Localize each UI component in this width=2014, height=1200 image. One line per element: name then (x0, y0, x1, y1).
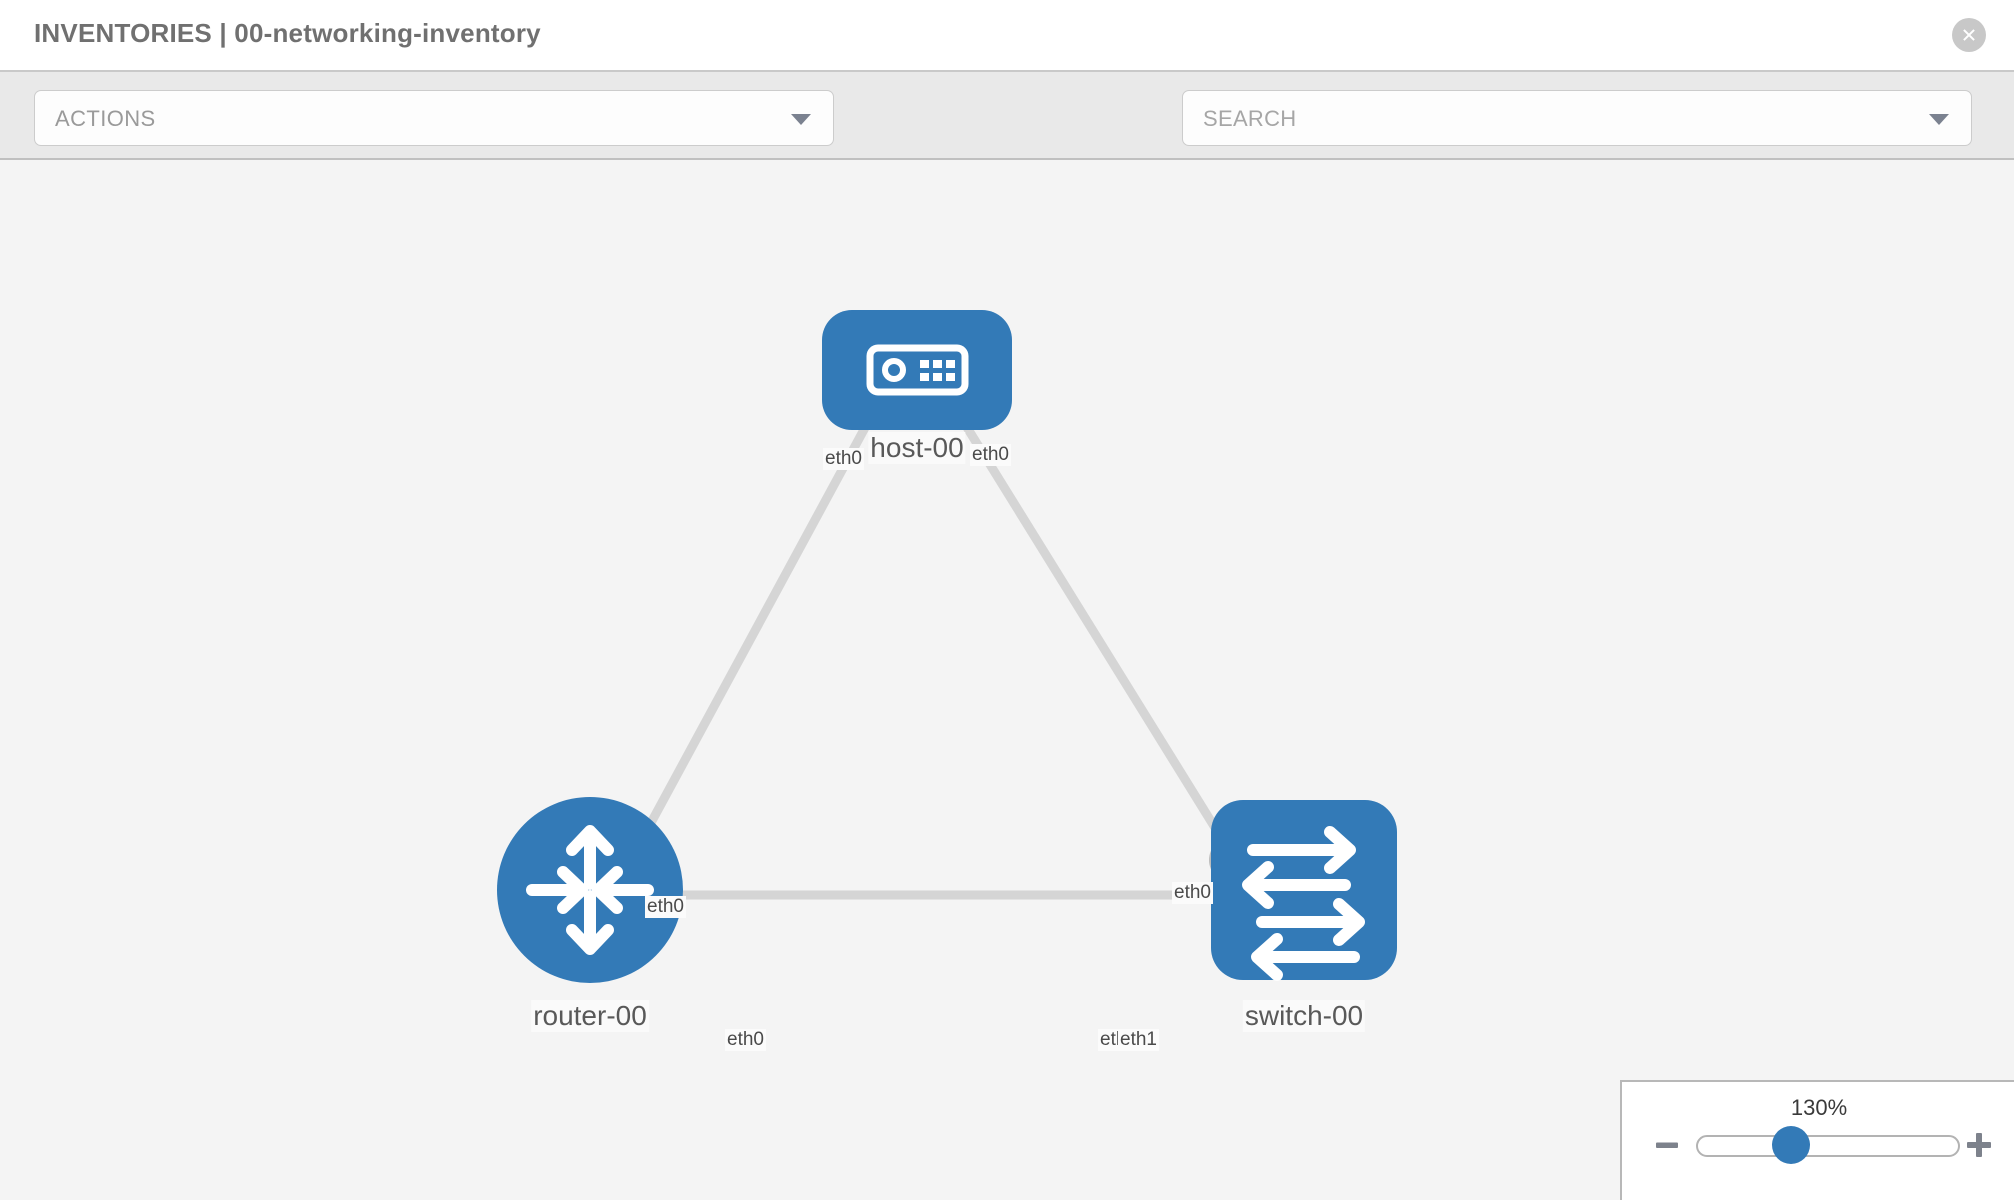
zoom-level-label: 130% (1790, 1095, 1848, 1120)
iface-label-switch00-to-router00: eth1 (1118, 1029, 1159, 1051)
chevron-down-icon[interactable] (1929, 114, 1949, 125)
topology-canvas[interactable]: host-00 router-00 switch-00 eth0 eth0 et… (0, 160, 2014, 1200)
iface-label-host00-to-switch00: eth0 (970, 444, 1011, 466)
node-host-00[interactable] (822, 310, 1012, 430)
node-label-switch-00: switch-00 (1242, 1000, 1366, 1032)
toolbar: ACTIONS SEARCH (0, 70, 2014, 202)
chevron-down-icon (791, 114, 811, 125)
page-title: INVENTORIES | 00-networking-inventory (34, 18, 541, 48)
close-icon[interactable] (1952, 18, 1986, 52)
actions-dropdown-label: ACTIONS (55, 106, 156, 131)
zoom-in-button[interactable] (1962, 1128, 1996, 1162)
iface-label-router00-to-switch00: eth0 (725, 1029, 766, 1051)
topology-graph (497, 310, 1397, 983)
server-icon (866, 344, 969, 396)
zoom-control-panel: 130% (1620, 1080, 2014, 1200)
iface-label-host00-to-router00: eth0 (823, 448, 864, 470)
actions-dropdown[interactable]: ACTIONS (34, 90, 834, 146)
page-header: INVENTORIES | 00-networking-inventory (0, 0, 2014, 70)
search-input[interactable]: SEARCH (1182, 90, 1972, 146)
switch-arrows-icon (1242, 826, 1365, 981)
iface-label-router00-to-host00: eth0 (645, 896, 686, 918)
router-arrows-icon (526, 825, 654, 955)
node-router-00[interactable] (497, 797, 683, 983)
search-placeholder: SEARCH (1203, 106, 1297, 131)
iface-label-switch00-to-host00: eth0 (1172, 882, 1213, 904)
node-label-host-00: host-00 (868, 432, 966, 464)
zoom-slider-thumb[interactable] (1772, 1126, 1810, 1164)
node-label-router-00: router-00 (531, 1000, 649, 1032)
node-switch-00[interactable] (1211, 800, 1397, 981)
zoom-out-button[interactable] (1650, 1128, 1684, 1162)
zoom-slider-track[interactable] (1696, 1135, 1960, 1157)
